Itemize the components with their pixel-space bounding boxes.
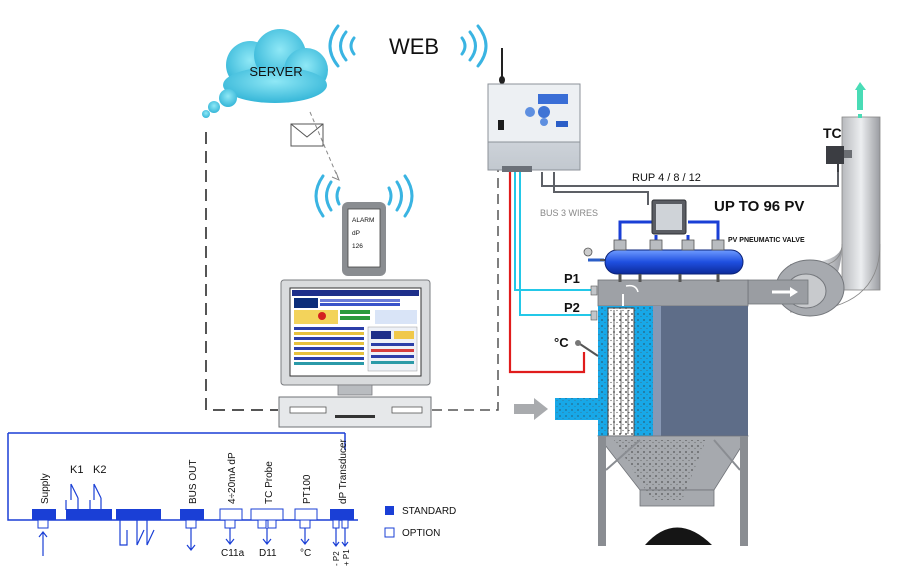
supply-label: Supply [40,473,51,504]
up-to-label: UP TO 96 PV [714,198,804,215]
temperature-label: °C [554,335,569,350]
wifi-icon [328,24,488,68]
tc-probe-label: TC Probe [264,461,275,504]
k1-label: K1 [70,464,83,476]
bus3-label: BUS 3 WIRES [540,208,598,218]
dust-collector [514,279,749,546]
ma-label: 4÷20mA dP [227,452,238,504]
server-label: SERVER [249,64,302,79]
p2-label: P2 [564,300,580,315]
legend-standard: STANDARD [402,506,456,517]
server-cloud: SERVER [202,29,328,118]
c11a-label: C11a [221,548,245,559]
legend: STANDARD OPTION [384,506,456,539]
dp-transducer-label: dP Transducer [338,438,349,504]
tc-label: TC [823,125,842,141]
terminal-strip [7,432,358,556]
tc-probe [826,146,852,172]
web-label: WEB [389,34,439,59]
pv-valve-label: PV PNEUMATIC VALVE [728,237,805,244]
degc-terminal-label: °C [300,548,311,559]
pv-valve-box [651,199,687,235]
rup-label: RUP 4 / 8 / 12 [632,172,701,184]
pager-device: ALARM dP 126 [342,202,386,276]
envelope-icon [290,123,324,147]
d11-label: D11 [259,548,277,559]
pt100-label: PT100 [302,474,313,504]
p2-terminal-label: - P2 [332,551,341,566]
pager-line-3: 126 [352,243,363,250]
pager-line-2: dP [352,230,360,237]
legend-option: OPTION [402,528,440,539]
air-header-tank [583,247,744,282]
pager-line-1: ALARM [352,217,374,224]
valve-heads [613,239,725,251]
pc-workstation [278,279,432,428]
fan [747,259,845,317]
temperature-sensor-icon [575,340,599,357]
bus-out-label: BUS OUT [188,460,199,504]
controller-unit [487,48,581,172]
p1-label: P1 [564,271,580,286]
k2-label: K2 [93,464,106,476]
p1-terminal-label: + P1 [342,549,351,566]
pager-signal-icon [314,174,414,218]
